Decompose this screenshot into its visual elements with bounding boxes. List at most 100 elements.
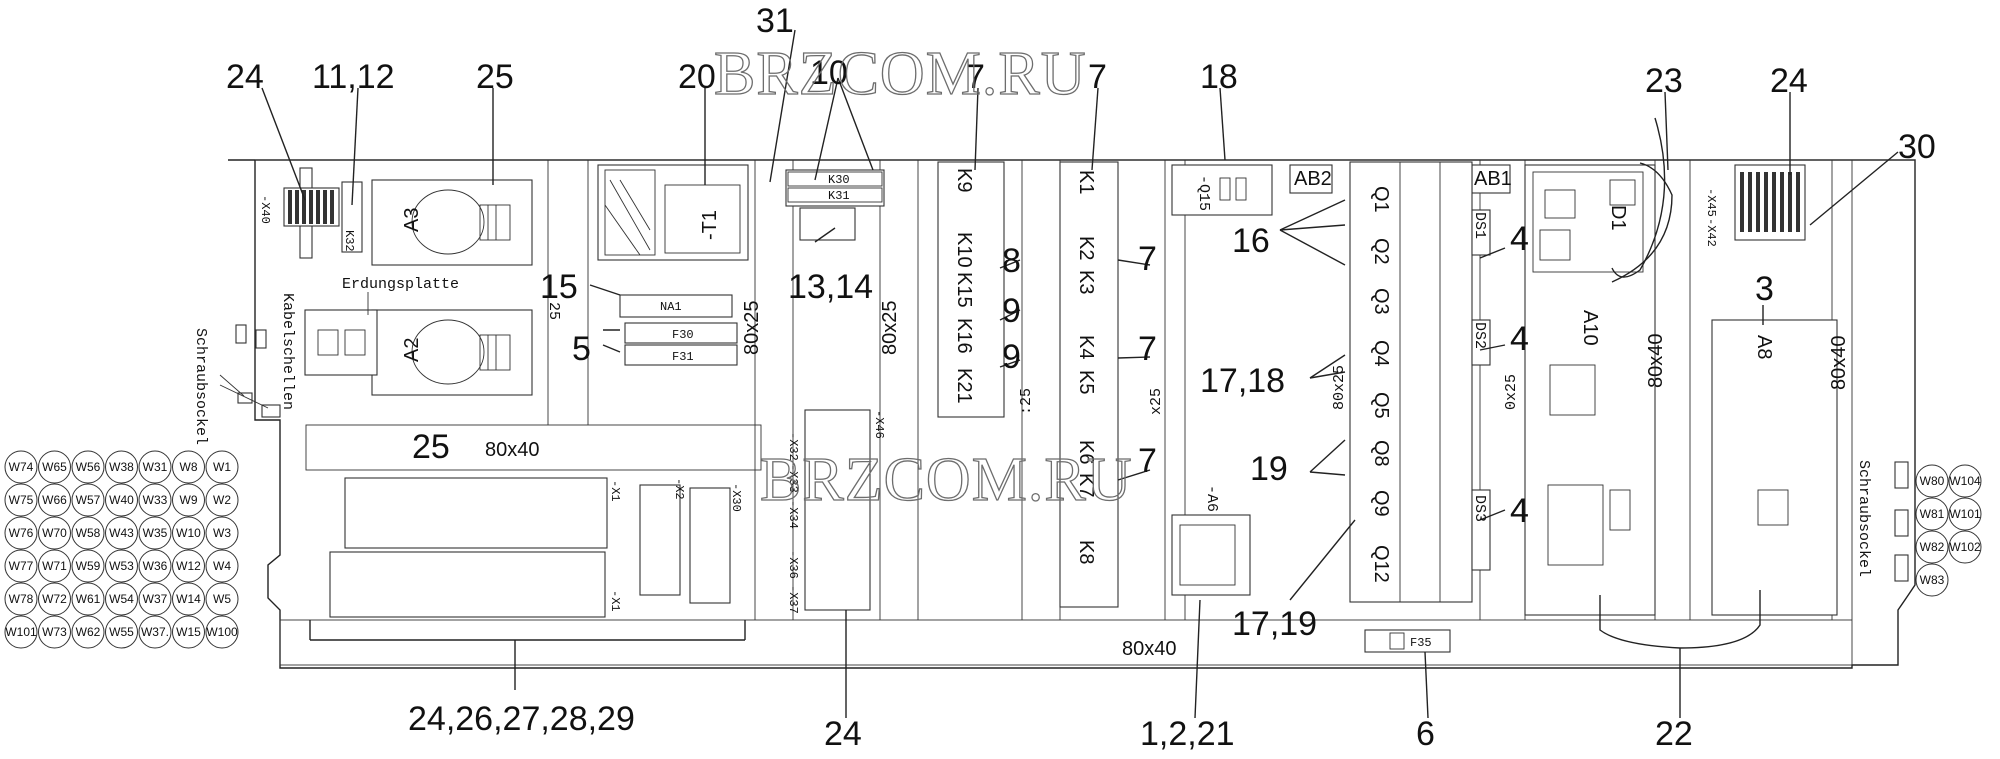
callout-15: 15 [540,268,578,306]
left-cable-circle [205,615,239,649]
right-cable-circle [1948,464,1982,498]
left-cable-label: W56 [76,460,101,474]
callout-19: 19 [1250,450,1288,488]
left-cable-label: W40 [109,493,134,507]
callout-24-top-left: 24 [226,58,264,96]
module-a8 [1711,319,1838,616]
left-cable-circle [105,582,138,616]
callout-3: 3 [1755,270,1774,308]
left-cable-label: W101 [5,625,37,639]
left-cable-label: W1 [213,460,231,474]
left-cable-label: W36 [143,559,168,573]
left-cable-circle [105,549,138,583]
leader-lines [261,29,1899,719]
callout-24-bottom: 24 [824,715,862,753]
relay-labels-right: K1 K2 K3 K4 K5 K6 K7 K8 [1075,170,1097,564]
callout-24-top-right: 24 [1770,62,1808,100]
label-ds1: DS1 [1471,212,1488,239]
label-x1a: -X1 [608,480,622,502]
callout-31: 31 [756,2,794,40]
left-cable-circle [38,516,71,550]
relay-k4: K4 [1075,335,1097,359]
left-cable-circle [4,549,38,583]
left-cable-label: W2 [213,493,231,507]
label-t1: -T1 [699,210,721,240]
left-cable-circle [138,516,172,550]
left-cable-label: W15 [176,625,201,639]
label-x34: -X34 [786,500,800,529]
left-cable-circle [38,615,71,649]
label-f35: F35 [1410,636,1432,650]
left-cable-circle [205,483,239,517]
relay-k16: K16 [953,318,975,354]
left-cable-label: W100 [206,625,238,639]
ab1-label-box [1471,164,1511,194]
right-cable-circle [1915,464,1949,498]
label-ds2: DS2 [1471,322,1488,349]
terminal-block-x45 [1734,164,1806,241]
callout-17-19: 17,19 [1232,605,1317,643]
callout-6: 6 [1416,715,1435,753]
label-x46: -X46 [872,410,886,439]
relay-k3: K3 [1075,270,1097,294]
cable-clamps [219,324,281,418]
fuse-f30 [624,322,738,344]
callout-7-a: 7 [966,58,985,96]
left-cable-circle [71,516,105,550]
relay-k9: K9 [953,168,975,192]
left-cable-circle [71,549,105,583]
left-cable-label: W9 [180,493,198,507]
label-k31: K31 [828,189,850,203]
left-cable-label: W70 [42,526,67,540]
label-a10: A10 [1579,310,1601,346]
label-na1: NA1 [660,300,682,314]
label-ds3: DS3 [1471,495,1488,522]
label-x32: -X32 [786,432,800,461]
label-x37: -X37 [786,585,800,614]
transformer-t1 [597,164,749,261]
callout-4-c: 4 [1510,492,1529,530]
right-cable-label: W81 [1920,507,1945,521]
watermark-middle: BRZCOM.RU [760,446,1132,514]
left-cable-label: W76 [9,526,34,540]
left-cable-label: W37. [141,625,169,639]
breaker-q9: Q9 [1370,490,1392,517]
left-cable-label: W31 [143,460,168,474]
left-cable-label: W5 [213,592,231,606]
breaker-q8: Q8 [1370,440,1392,467]
left-cable-circle [138,549,172,583]
right-clamps [1894,461,1909,582]
left-cable-circle [205,516,239,550]
left-cable-label: W75 [9,493,34,507]
callout-7-e: 7 [1138,442,1157,480]
left-cable-label: W10 [176,526,201,540]
right-cable-circle [1915,563,1949,597]
right-cable-circle [1948,530,1982,564]
left-cable-label: W38 [109,460,134,474]
left-cable-circle [4,516,38,550]
relay-k2: K2 [1075,236,1097,260]
label-k32: K32 [342,230,356,252]
right-cable-circle [1948,497,1982,531]
duct-label-80x40-left: 80x40 [485,439,540,461]
relay-k7: K7 [1075,473,1097,497]
left-cable-circle [138,450,172,484]
label-f30: F30 [672,328,694,342]
label-x42: -X42 [1704,218,1718,247]
left-cable-label: W59 [76,559,101,573]
left-cable-label: W66 [42,493,67,507]
left-cable-label: W58 [76,526,101,540]
callout-10: 10 [810,54,848,92]
grounding-plate [304,292,378,376]
left-cable-label: W37 [143,592,168,606]
left-cable-label: W71 [42,559,67,573]
right-cable-circle [1915,497,1949,531]
label-a2: A2 [401,338,423,362]
callout-4-b: 4 [1510,320,1529,358]
terminal-strips-x1 [329,477,608,618]
left-cable-label: W53 [109,559,134,573]
right-cable-circle [1915,530,1949,564]
left-cable-label: W72 [42,592,67,606]
k32-relay [341,181,363,253]
